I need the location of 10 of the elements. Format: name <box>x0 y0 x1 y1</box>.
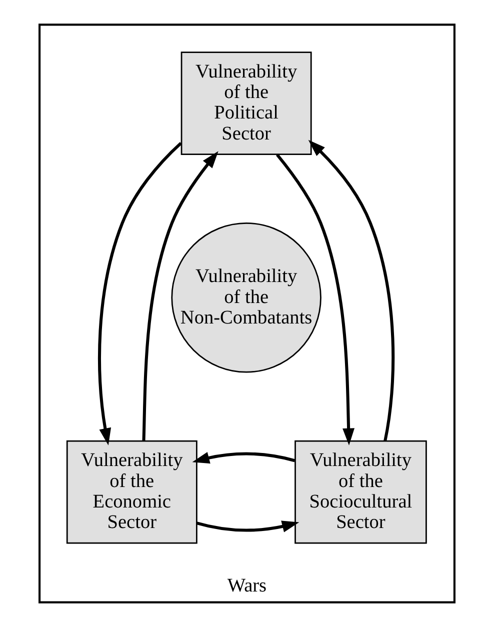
arrow <box>196 520 299 532</box>
arrow <box>308 140 394 442</box>
node-circle: Vulnerability of the Non-Combatants <box>170 222 321 373</box>
arrow <box>98 142 182 446</box>
arrow <box>192 452 295 464</box>
node-box: Vulnerability of the Political Sector <box>180 52 312 155</box>
arrow <box>142 151 218 441</box>
arrow <box>275 154 354 446</box>
node-box: Vulnerability of the Sociocultural Sector <box>294 440 426 544</box>
node-box: Vulnerability of the Economic Sector <box>66 440 197 544</box>
